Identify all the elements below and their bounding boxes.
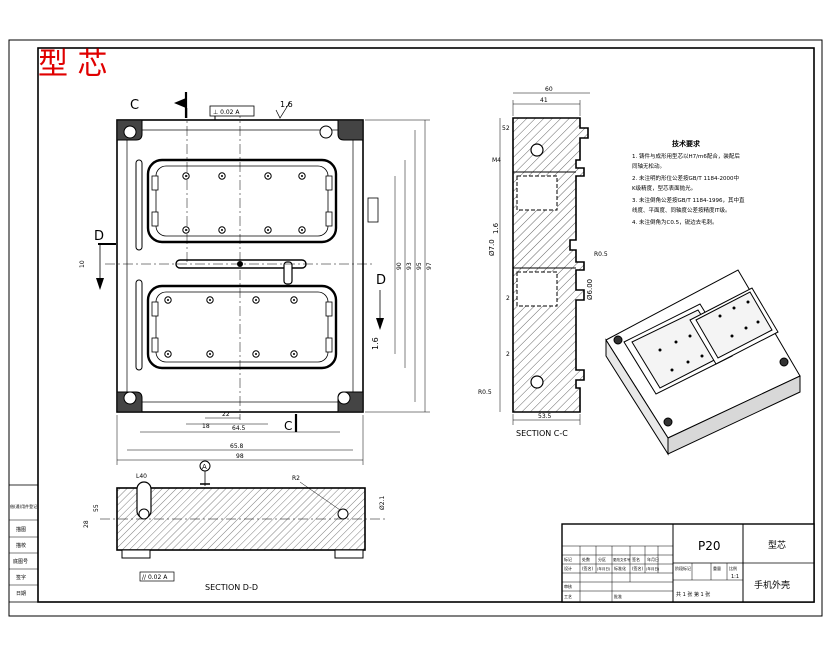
design-6: (年月日): [646, 566, 660, 571]
dim-overall-w: 98: [236, 453, 244, 460]
lower-cavity: [146, 284, 338, 370]
dim-hole-span: 64.5: [232, 425, 246, 432]
dim-cc-h2: 2: [506, 351, 510, 358]
note-line-6: 线度、平面度、同轴度公差按精度IT级。: [632, 206, 730, 214]
rev-h-6: 年月日: [647, 556, 659, 562]
part-code: P20: [698, 539, 721, 553]
datum-a-marker: [199, 460, 211, 472]
inner-frame: [37, 47, 815, 603]
dim-center-w: 65.8: [230, 443, 244, 450]
dim-cc-h1: 2: [506, 295, 510, 302]
dim-right-h3: 95: [416, 262, 423, 270]
cut-c-top: C: [130, 98, 139, 113]
section-cc-view: 60 41 53.5 52 M4 R0.5 Ø7.0 Ø6.00 2 2 R0.…: [478, 86, 608, 438]
dim-cc-m: M4: [492, 157, 501, 164]
dim-right-h1: 90: [396, 262, 403, 270]
cut-c-bottom: C: [284, 419, 292, 433]
dim-dd-h2: 28: [83, 520, 90, 528]
rev-h-2: 处数: [582, 556, 590, 562]
left-label-3: 描校: [16, 542, 26, 549]
rev-h-3: 分区: [598, 556, 606, 562]
note-line-2: 同轴无松动。: [632, 162, 665, 170]
section-dd-view: A L40 R2 55 28 Ø2.1 // 0.02 A SECTION D-…: [83, 460, 386, 592]
roughness-top: 1.6: [280, 100, 293, 109]
dim-left-10: 10: [79, 260, 86, 268]
stage-h-2: 重量: [713, 565, 721, 571]
upper-cavity: [146, 158, 338, 244]
dim-dd-r: R2: [292, 475, 300, 482]
left-label-5: 签字: [16, 574, 26, 581]
sheet-info: 共 1 张 第 1 张: [676, 591, 710, 598]
left-label-2: 描图: [16, 526, 26, 533]
check-1: 审核: [564, 583, 572, 589]
rev-h-1: 标记: [564, 556, 572, 562]
dim-cc-r1: R0.5: [594, 251, 608, 258]
design-3: (年月日): [597, 566, 611, 571]
dim-right-h2: 93: [406, 262, 413, 270]
left-label-1: 借(通)用件登记: [10, 503, 37, 509]
left-margin-table: 借(通)用件登记 描图 描校 底图号 签字 日期: [8, 484, 39, 603]
design-5: (签名): [632, 565, 644, 571]
rev-h-4: 更改文件号: [613, 557, 631, 562]
note-line-7: 4. 未注倒角为C0.5，锐边去毛刺。: [632, 218, 718, 226]
dim-cc-w: 53.5: [538, 413, 552, 420]
note-line-1: 1. 铸件与成形用型芯以H7/m6配合，装配后: [632, 152, 740, 160]
roughness-cc: 1.6: [492, 222, 500, 234]
stage-h-1: 阶段标记: [675, 565, 691, 571]
part-name: 型芯: [768, 539, 786, 551]
notes-heading: 技术要求: [672, 139, 701, 148]
design-1: 设计: [564, 565, 572, 571]
isometric-view: [605, 269, 801, 456]
cut-d-left: D: [94, 229, 104, 244]
dim-cc-d1: Ø7.0: [488, 239, 496, 256]
roughness-right: 1.6: [371, 337, 380, 350]
process-1: 工艺: [564, 594, 572, 599]
dim-right-h4: 97: [426, 262, 433, 270]
section-dd-label: SECTION D-D: [205, 583, 258, 592]
title-block: 标记 处数 分区 更改文件号 签名 年月日 设计 (签名) (年月日) 标准化 …: [561, 523, 815, 603]
dim-top-60: 60: [545, 86, 553, 93]
dim-cc-d2: Ø6.00: [586, 279, 594, 300]
note-line-3: 2. 未注明的形位公差按GB/T 1184-2000中: [632, 174, 739, 182]
title-mark: 型 芯: [38, 47, 108, 82]
datum-a: A: [202, 463, 207, 471]
note-line-4: K级精度，型芯表面抛光。: [632, 184, 696, 192]
note-line-5: 3. 未注倒角公差按GB/T 1184-1996，其中直: [632, 196, 745, 204]
design-4: 标准化: [614, 565, 626, 571]
plan-view: C C D D ⊥ 0.02 A 1.6 1.6 98 65.8 64.5: [79, 92, 433, 465]
dim-cc-top: 52: [502, 125, 510, 132]
company: 手机外壳: [754, 579, 790, 591]
dim-inner-22: 22: [222, 411, 230, 418]
perp-frame-top: ⊥ 0.02 A: [213, 109, 240, 116]
rev-h-5: 签名: [632, 556, 640, 562]
scale: 1:1: [731, 574, 739, 580]
section-cc-label: SECTION C-C: [516, 429, 568, 438]
dim-top-41: 41: [540, 97, 548, 104]
design-2: (签名): [582, 565, 594, 571]
dim-dd-d: Ø2.1: [379, 496, 386, 510]
cut-d-right: D: [376, 273, 386, 288]
dim-dd-l: L40: [136, 473, 147, 480]
dim-cc-r2: R0.5: [478, 389, 492, 396]
parallel-frame: // 0.02 A: [142, 574, 168, 581]
dim-dd-h: 55: [93, 504, 100, 512]
left-label-4: 底图号: [13, 558, 28, 565]
dim-inner-18: 18: [202, 423, 210, 430]
outer-frame: [8, 39, 823, 617]
process-4: 批准: [614, 593, 622, 599]
stage-h-3: 比例: [729, 565, 737, 571]
left-label-6: 日期: [16, 591, 26, 597]
cc-body: [512, 117, 589, 413]
tech-notes: 技术要求 1. 铸件与成形用型芯以H7/m6配合，装配后 同轴无松动。 2. 未…: [632, 139, 745, 226]
